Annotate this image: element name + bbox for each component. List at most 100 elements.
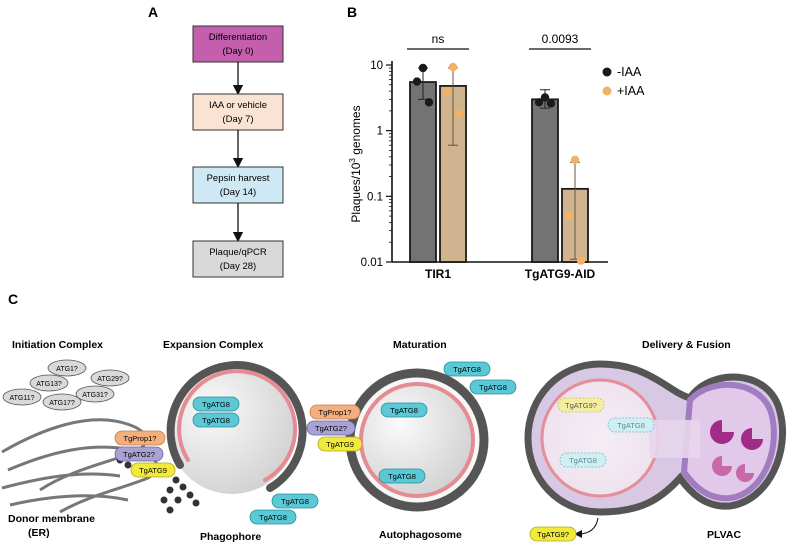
data-point-1-1-0: [570, 155, 580, 165]
header-initiation: Initiation Complex: [12, 339, 103, 351]
header-maturation: Maturation: [393, 339, 447, 351]
autophagosome-label: Autophagosome: [379, 529, 462, 541]
tgatg9-release-arrow: [574, 517, 599, 538]
tgatg8-chip-4-label: TgATG8: [259, 513, 287, 522]
tgatg8-chip-7: [380, 402, 428, 418]
y-tick-label: 0.01: [361, 257, 383, 269]
tgatg8-chip-2: [192, 412, 240, 428]
tgatg8-chip-7-label: TgATG8: [390, 406, 418, 415]
tgatg2-chip-2: [306, 420, 356, 436]
degradation-enzyme-1: [710, 420, 734, 444]
degradation-enzyme-2: [741, 428, 763, 450]
y-tick-label: 1: [377, 126, 383, 138]
tgatg9q-chip-faded: [557, 397, 605, 413]
data-point-0-0-0: [418, 63, 428, 73]
tgatg9q-chip-faded-label: TgATG9?: [565, 401, 597, 410]
phagophore-outer-membrane: [166, 361, 307, 492]
atg31-label: ATG31?: [82, 392, 108, 399]
atg31-node: [75, 385, 115, 403]
tgatg9-chip-1-label: TgATG9: [139, 466, 167, 475]
legend-marker-1: [602, 86, 612, 96]
tgatg8-chip-3-label: TgATG8: [281, 497, 309, 506]
initiation-complex: ATG1? ATG13? ATG29? ATG11? ATG17? ATG31?: [2, 359, 130, 411]
data-point-0-1-2: [546, 99, 556, 108]
tgatg8-chip-5-label: TgATG8: [453, 365, 481, 374]
flow-step-2-line2: (Day 7): [222, 114, 253, 125]
legend-marker-0: [602, 67, 612, 77]
legend-label-0: -IAA: [617, 65, 642, 79]
data-point-0-1-1: [534, 98, 544, 107]
atg13-label: ATG13?: [36, 381, 62, 388]
flow-step-3-line1: Pepsin harvest: [207, 173, 270, 184]
tgatg8-chip-1-label: TgATG8: [202, 400, 230, 409]
panel-b-letter: B: [347, 4, 357, 20]
panel-c-letter: C: [8, 291, 18, 307]
tgatg8-chip-6: [469, 379, 517, 395]
tgatg8-chip-faded-1: [607, 417, 655, 433]
tgprop1-chip-1: [114, 430, 166, 446]
panel-a-letter: A: [148, 4, 158, 20]
atg1-label: ATG1?: [56, 366, 78, 373]
tgatg8-chip-faded-2: [559, 452, 607, 468]
atg11-label: ATG11?: [9, 395, 34, 402]
flowchart: Differentiation (Day 0) IAA or vehicle (…: [192, 25, 284, 278]
data-point-1-0-0: [448, 62, 458, 72]
x-category-label: TIR1: [425, 267, 451, 281]
phagophore-inner-membrane: [177, 369, 298, 482]
tgatg8-chip-4: [249, 509, 297, 525]
atg11-node: [2, 388, 42, 406]
degradation-enzyme-3: [712, 456, 732, 476]
tgatg8-chip-faded-1-label: TgATG8: [617, 421, 645, 430]
tgprop1-chip-2-label: TgProp1?: [319, 408, 352, 417]
plvac-label: PLVAC: [707, 529, 741, 541]
tgatg9-chip-2: [317, 436, 363, 452]
tgatg8-chip-1: [192, 396, 240, 412]
autophagosome: [345, 368, 489, 512]
flow-step-3-line2: (Day 14): [220, 187, 256, 198]
tgatg2-chip-2-label: TgATG2?: [315, 424, 347, 433]
tgatg9q-chip-released-label: TgATG9?: [537, 530, 569, 539]
legend-label-1: +IAA: [617, 84, 645, 98]
flow-step-1-line1: Differentiation: [209, 32, 267, 43]
phagophore-label: Phagophore: [200, 531, 261, 543]
atg17-node: [42, 393, 82, 411]
data-point-1-1-1: [564, 211, 574, 221]
atg29-label: ATG29?: [97, 376, 123, 383]
flow-step-1-box: [192, 25, 284, 63]
atg17-label: ATG17?: [49, 400, 75, 407]
tgprop1-chip-1-label: TgProp1?: [124, 434, 157, 443]
delivery-fusion: [524, 360, 787, 516]
flow-step-3-box: [192, 166, 284, 204]
significance-label-1: 0.0093: [542, 32, 579, 46]
data-point-1-1-2: [576, 256, 586, 265]
flow-step-4-line1: Plaque/qPCR: [209, 247, 267, 258]
tgatg8-chip-5: [443, 361, 491, 377]
flow-step-2-line1: IAA or vehicle: [209, 100, 267, 111]
data-point-1-0-1: [442, 86, 452, 96]
degradation-enzyme-4: [736, 464, 754, 482]
bar-minus-iaa-1: [531, 98, 559, 263]
flow-step-4-line2: (Day 28): [220, 261, 256, 272]
header-delivery: Delivery & Fusion: [642, 339, 731, 351]
tgatg8-chip-2-label: TgATG8: [202, 416, 230, 425]
tgatg9-chip-2-label: TgATG9: [326, 440, 354, 449]
y-tick-label: 0.1: [367, 191, 383, 203]
y-tick-label: 10: [370, 60, 383, 72]
tgatg8-chip-6-label: TgATG8: [479, 383, 507, 392]
data-point-0-1-0: [540, 93, 550, 102]
tgatg9q-chip-released: [529, 526, 577, 542]
flow-step-1-line2: (Day 0): [222, 46, 253, 57]
header-expansion: Expansion Complex: [163, 339, 264, 351]
donor-er-label: (ER): [28, 527, 50, 539]
tgatg8-chip-faded-2-label: TgATG8: [569, 456, 597, 465]
tgatg8-chip-3: [271, 493, 319, 509]
atg29-node: [90, 369, 130, 387]
tgatg2-chip-1-label: TgATG2?: [123, 450, 155, 459]
tgatg8-chip-8: [378, 468, 426, 484]
data-point-1-0-2: [454, 109, 464, 119]
data-point-0-0-2: [424, 98, 434, 107]
y-axis-label: Plaques/103 genomes: [348, 105, 363, 222]
tgprop1-chip-2: [309, 404, 361, 420]
fusion-channel: [648, 420, 700, 458]
